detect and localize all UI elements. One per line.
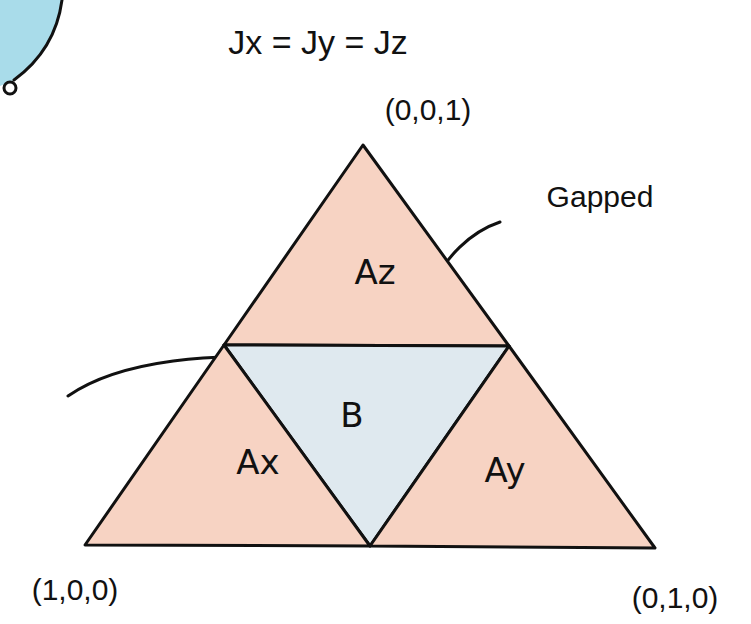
corner-dot (4, 82, 16, 94)
region-name: B (340, 398, 363, 432)
phase-region: Ay (370, 346, 655, 548)
vertex-coordinate: (1,0,0) (32, 575, 119, 605)
condition-label: Jx = Jy = Jz (228, 25, 408, 59)
corner-blob (0, 0, 62, 86)
region-outline (224, 145, 509, 346)
corner-blob-edge (14, 0, 62, 80)
region-name: Ax (236, 445, 279, 479)
phase-region: Ax (85, 345, 370, 546)
region-name: Ay (484, 453, 525, 487)
vertex-coordinate: (0,0,1) (385, 95, 472, 125)
phase-region: Az (224, 145, 509, 346)
vertex-coordinate: (0,1,0) (632, 583, 719, 613)
annotation-label: Gapped (547, 182, 654, 212)
region-name: Az (354, 255, 395, 289)
region-outline (85, 345, 370, 546)
region-outline (370, 346, 655, 548)
